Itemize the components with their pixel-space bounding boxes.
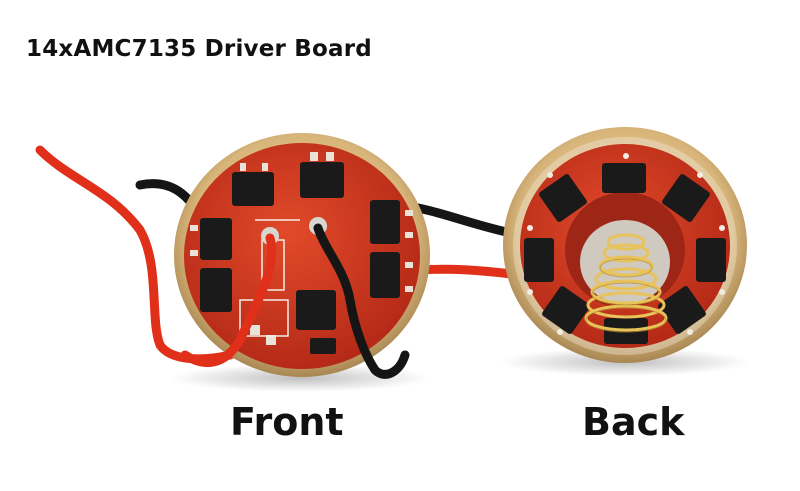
back-solder-pads [527, 153, 725, 335]
red-wire-front [180, 233, 277, 367]
front-board [174, 133, 430, 377]
front-silkscreen [239, 219, 300, 337]
red-wire-right [415, 264, 525, 280]
back-caption: Back [582, 400, 685, 444]
black-wire-front [313, 223, 410, 379]
page-title: 14xAMC7135 Driver Board [26, 36, 372, 62]
front-solder-pads [190, 152, 413, 345]
back-board [503, 127, 747, 363]
front-caption: Front [230, 400, 344, 444]
front-chips [200, 162, 400, 354]
front-board-shadow [170, 364, 430, 392]
